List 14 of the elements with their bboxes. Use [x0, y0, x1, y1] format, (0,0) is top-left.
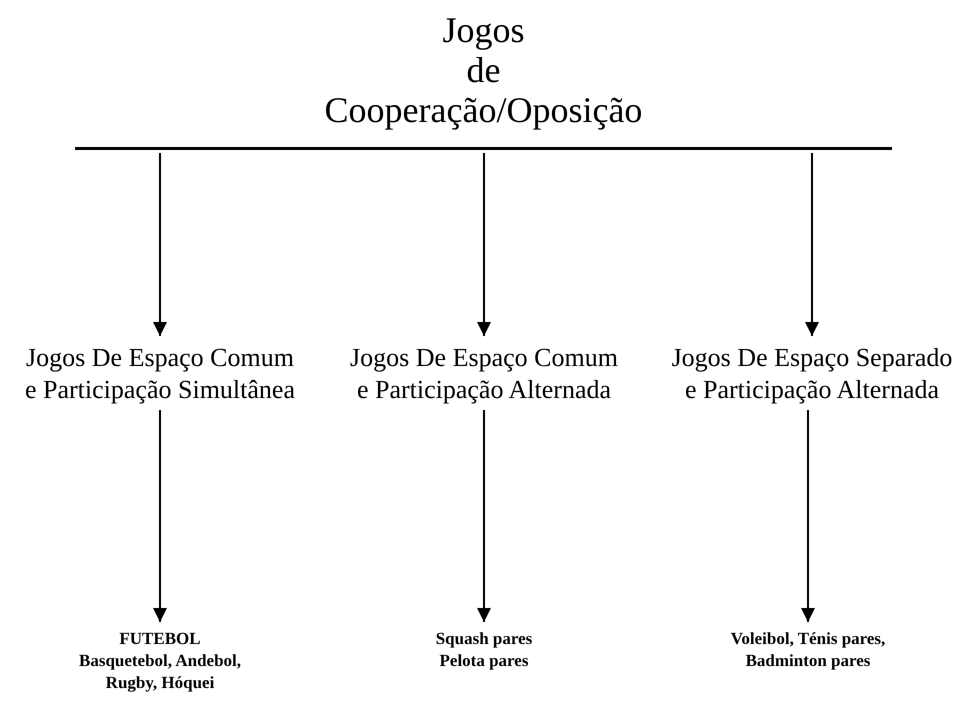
examples-text: Basquetebol, Andebol, Rugby, Hóquei — [78, 650, 242, 694]
arrow — [153, 153, 167, 336]
examples-text: Voleibol, Ténis pares, Badminton pares — [730, 628, 886, 672]
heading-label: Jogos de Cooperação/Oposição — [324, 10, 644, 130]
category-label: Jogos De Espaço Comum e Participação Simultânea — [24, 342, 296, 406]
arrow — [805, 153, 819, 336]
category-label: Jogos De Espaço Separado e Participação Alternada — [670, 342, 954, 406]
arrow — [153, 410, 167, 622]
arrow — [477, 410, 491, 622]
arrow — [801, 410, 815, 622]
category-label: Jogos De Espaço Comum e Participação Alternada — [349, 342, 619, 406]
examples-text: FUTEBOL — [118, 628, 202, 650]
arrow — [477, 153, 491, 336]
examples-text: Squash pares Pelota pares — [434, 628, 534, 672]
